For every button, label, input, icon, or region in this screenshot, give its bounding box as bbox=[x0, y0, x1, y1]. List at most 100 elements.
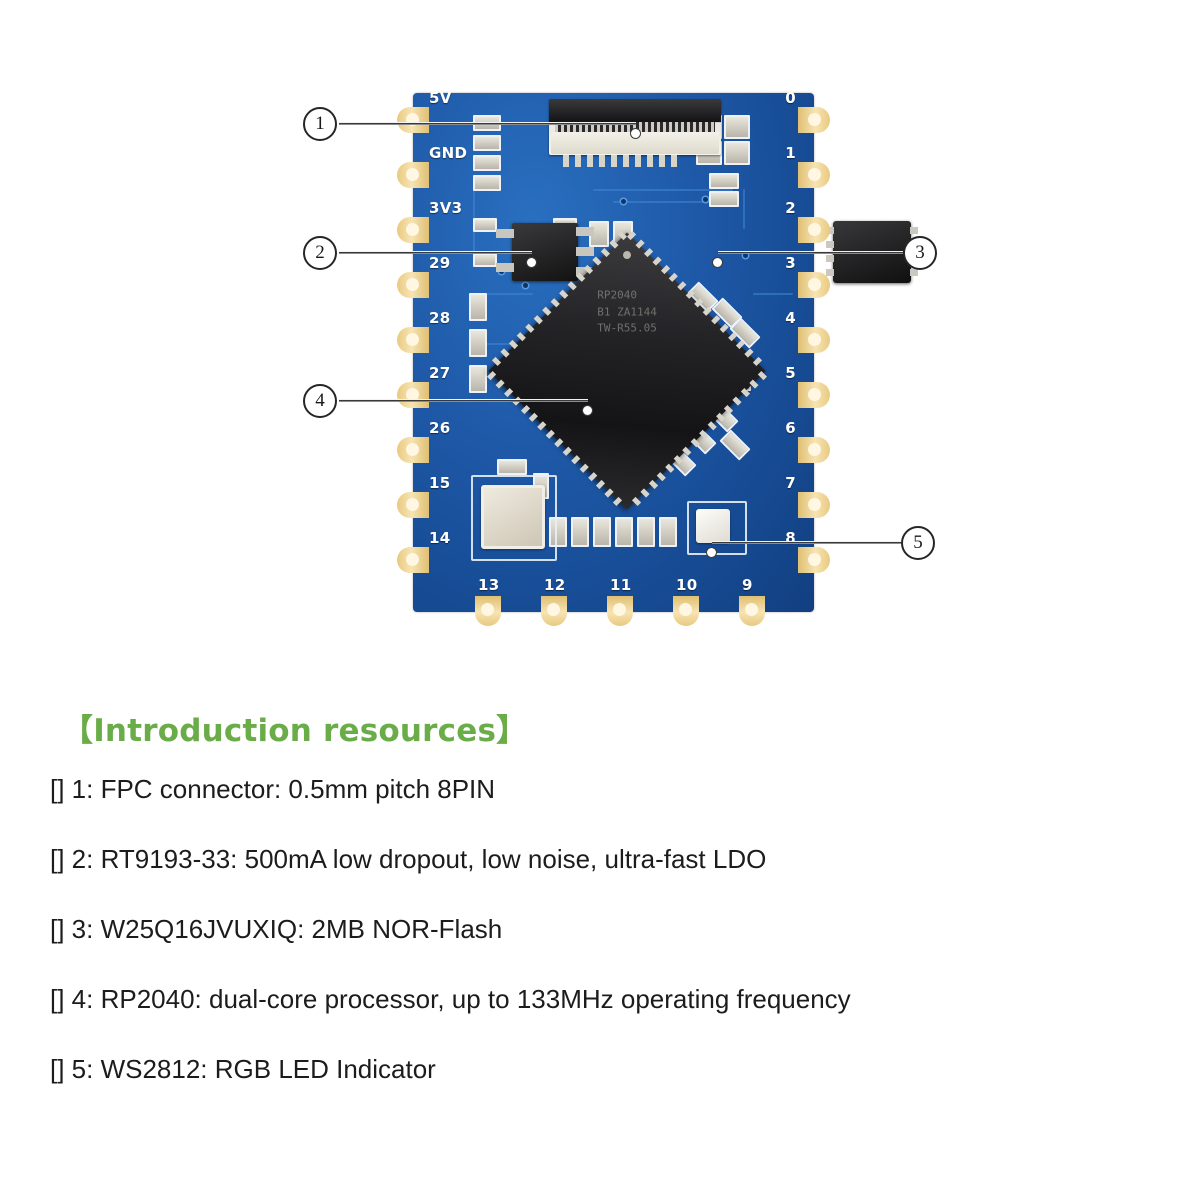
smd-pad bbox=[497, 459, 527, 475]
resource-item-4: [] 4: RP2040: dual-core processor, up to… bbox=[50, 984, 851, 1014]
smd-pad bbox=[719, 429, 751, 461]
pcb-trace bbox=[753, 293, 793, 295]
callout-leader-line-3 bbox=[718, 251, 903, 254]
ws2812-silkscreen bbox=[687, 501, 747, 555]
castellated-pad-27 bbox=[397, 382, 429, 408]
smd-pad bbox=[709, 173, 739, 189]
pin-label-gp2: 2 bbox=[785, 199, 796, 217]
pin-label-26: 26 bbox=[429, 419, 451, 437]
pcb-trace bbox=[473, 343, 513, 345]
castellated-pad-gp4 bbox=[798, 327, 830, 353]
rp2040-marking-line3: TW-R55.05 bbox=[597, 321, 657, 335]
castellated-pad-gp11 bbox=[607, 596, 633, 626]
12mhz-crystal bbox=[481, 485, 545, 549]
smd-pad bbox=[637, 517, 655, 547]
castellated-pad-3v3 bbox=[397, 217, 429, 243]
castellated-pad-gp3 bbox=[798, 272, 830, 298]
ldo-lead bbox=[576, 267, 594, 276]
castellated-pad-gnd bbox=[397, 162, 429, 188]
pcb-via bbox=[703, 197, 708, 202]
rp2040-marking-line2: B1 ZA1144 bbox=[597, 305, 657, 319]
resource-item-5: [] 5: WS2812: RGB LED Indicator bbox=[50, 1054, 436, 1084]
fpc-housing bbox=[551, 132, 719, 154]
castellated-pad-14 bbox=[397, 547, 429, 573]
callout-leader-line-5 bbox=[712, 541, 901, 544]
pin-label-gp0: 0 bbox=[785, 89, 796, 107]
pin-label-gp12: 12 bbox=[544, 576, 566, 594]
flash-lead bbox=[910, 227, 918, 234]
flash-lead bbox=[826, 227, 834, 234]
pcb-trace bbox=[613, 201, 733, 203]
castellated-pad-gp9 bbox=[739, 596, 765, 626]
pin-label-15: 15 bbox=[429, 474, 451, 492]
pin-label-27: 27 bbox=[429, 364, 451, 382]
resource-item-2: [] 2: RT9193-33: 500mA low dropout, low … bbox=[50, 844, 767, 874]
castellated-pad-gp1 bbox=[798, 162, 830, 188]
callout-marker-5: 5 bbox=[901, 526, 935, 560]
pin-label-5v: 5V bbox=[429, 89, 452, 107]
pin-label-gp4: 4 bbox=[785, 309, 796, 327]
pin-label-gp6: 6 bbox=[785, 419, 796, 437]
pin-label-29: 29 bbox=[429, 254, 451, 272]
smd-pad bbox=[473, 218, 497, 232]
pcb-via bbox=[523, 283, 528, 288]
smd-pad bbox=[469, 365, 487, 393]
castellated-pad-gp13 bbox=[475, 596, 501, 626]
callout-leader-line-4 bbox=[339, 399, 588, 402]
pin-label-gp9: 9 bbox=[742, 576, 753, 594]
castellated-pad-15 bbox=[397, 492, 429, 518]
pcb-via bbox=[621, 199, 626, 204]
castellated-pad-gp6 bbox=[798, 437, 830, 463]
callout-marker-2: 2 bbox=[303, 236, 337, 270]
flash-lead bbox=[826, 255, 834, 262]
ws2812-rgb-led bbox=[696, 509, 730, 543]
pin-label-3v3: 3V3 bbox=[429, 199, 463, 217]
resource-item-1: [] 1: FPC connector: 0.5mm pitch 8PIN bbox=[50, 774, 496, 804]
callout-leader-line-1 bbox=[339, 122, 636, 125]
pin-label-gp7: 7 bbox=[785, 474, 796, 492]
castellated-pad-29 bbox=[397, 272, 429, 298]
smd-pad bbox=[469, 293, 487, 321]
rp2040-marking: RP2040 B1 ZA1144 TW-R55.05 bbox=[597, 288, 657, 338]
introduction-resources-heading: 【Introduction resources】 bbox=[62, 713, 528, 749]
callout-tip-2 bbox=[526, 257, 537, 268]
callout-marker-3: 3 bbox=[903, 236, 937, 270]
rt9193-33-ldo bbox=[496, 223, 594, 281]
castellated-pad-26 bbox=[397, 437, 429, 463]
castellated-pad-gp7 bbox=[798, 492, 830, 518]
castellated-pad-5v bbox=[397, 107, 429, 133]
smd-pad bbox=[593, 517, 611, 547]
smd-pad bbox=[473, 155, 501, 171]
fpc-contact-teeth bbox=[555, 122, 715, 132]
callout-tip-5 bbox=[706, 547, 717, 558]
smd-pad bbox=[709, 191, 739, 207]
pcb-trace bbox=[743, 189, 745, 229]
smd-pad bbox=[473, 175, 501, 191]
callout-tip-4 bbox=[582, 405, 593, 416]
pin-label-gp3: 3 bbox=[785, 254, 796, 272]
callout-marker-1: 1 bbox=[303, 107, 337, 141]
pin-label-gp5: 5 bbox=[785, 364, 796, 382]
pin-label-gp8: 8 bbox=[785, 529, 796, 547]
ldo-lead bbox=[576, 247, 594, 256]
smd-pad bbox=[549, 517, 567, 547]
fpc-latch bbox=[549, 99, 721, 122]
smd-pad bbox=[615, 517, 633, 547]
castellated-pad-gp2 bbox=[798, 217, 830, 243]
pin-label-gp11: 11 bbox=[610, 576, 632, 594]
pin-label-gp13: 13 bbox=[478, 576, 500, 594]
castellated-pad-gp0 bbox=[798, 107, 830, 133]
pcb-via bbox=[743, 253, 748, 258]
ldo-lead bbox=[496, 229, 514, 238]
crystal-silkscreen bbox=[471, 475, 557, 561]
smd-pad bbox=[469, 329, 487, 357]
pin-label-gnd: GND bbox=[429, 144, 468, 162]
callout-tip-1 bbox=[630, 128, 641, 139]
flash-lead bbox=[826, 269, 834, 276]
ldo-lead bbox=[496, 263, 514, 272]
smd-pad bbox=[473, 253, 497, 267]
callout-marker-4: 4 bbox=[303, 384, 337, 418]
pin-label-28: 28 bbox=[429, 309, 451, 327]
